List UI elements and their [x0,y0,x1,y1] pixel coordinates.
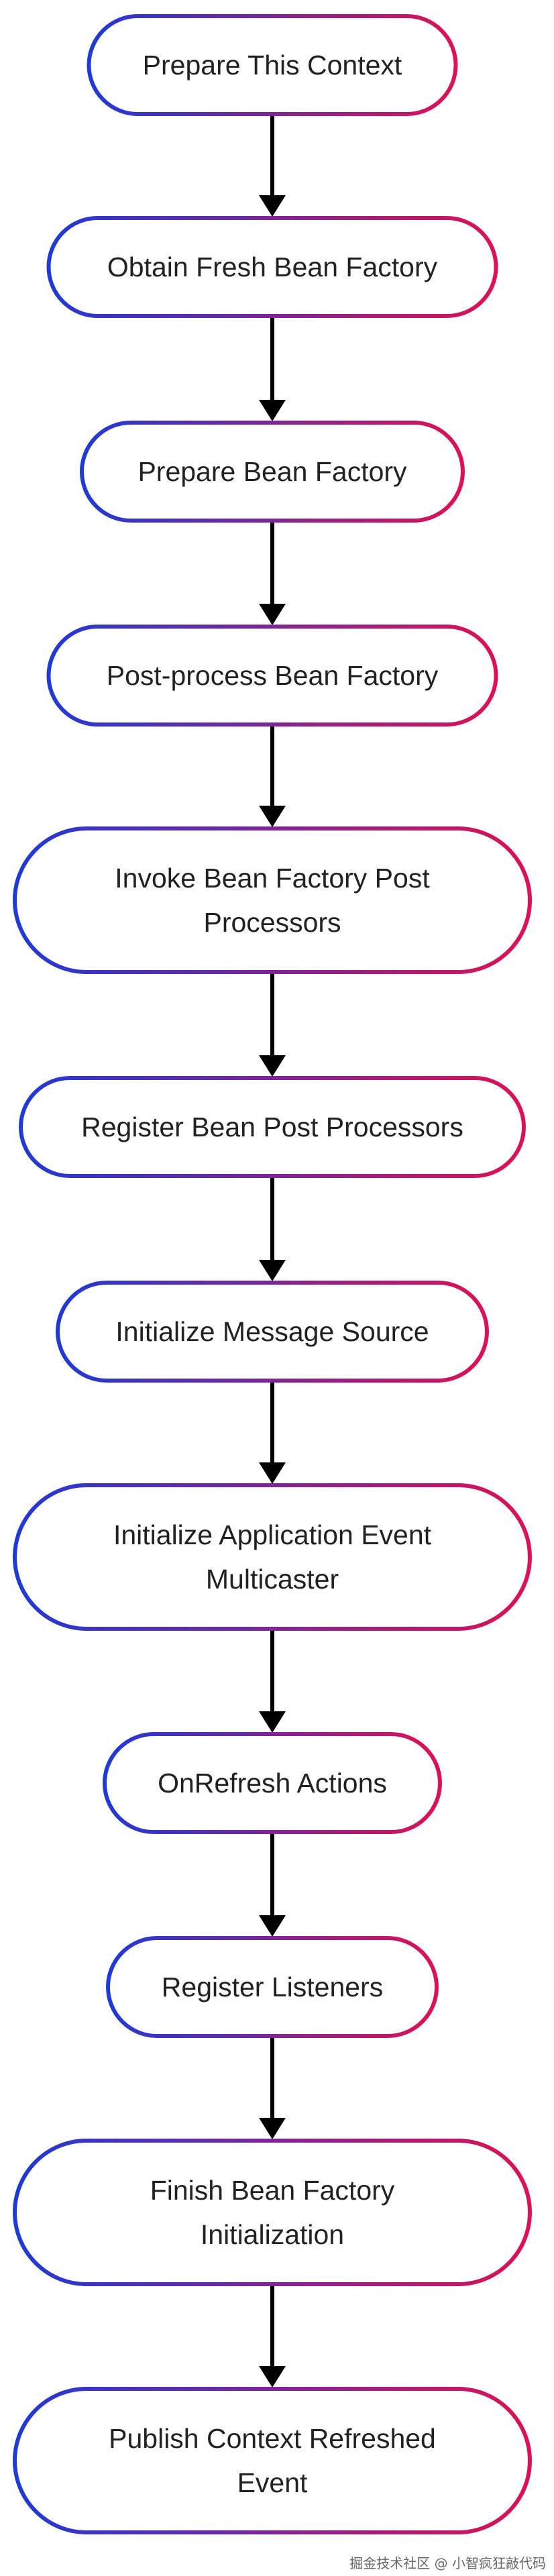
flow-step-label: Multicaster [206,1564,339,1595]
flow-step-label: Publish Context Refreshed [109,2423,436,2454]
flow-step-label: Register Bean Post Processors [81,1112,463,1142]
arrowhead-n6 [259,1055,286,1077]
arrowhead-n3 [259,400,286,421]
arrowhead-n5 [259,806,286,827]
flow-step-box [13,2139,532,2286]
flow-step-label: Initialize Message Source [115,1316,429,1347]
flow-step-label: OnRefresh Actions [158,1768,387,1799]
flow-step-box [19,1076,526,1178]
flow-step-label: Obtain Fresh Bean Factory [107,252,438,282]
flow-step-label: Initialize Application Event [113,1519,432,1550]
flow-step-label: Invoke Bean Factory Post [115,863,430,894]
flow-step-3: Prepare Bean Factory [80,421,465,523]
flow-step-box [80,421,465,523]
flow-step-label: Register Listeners [162,1972,383,2002]
arrowhead-n9 [259,1711,286,1733]
flow-step-label: Finish Bean Factory [150,2175,395,2206]
arrowhead-n8 [259,1462,286,1484]
flow-step-box [87,14,458,116]
flow-step-label: Event [237,2467,308,2498]
flow-step-1: Prepare This Context [87,14,458,116]
arrowhead-n7 [259,1260,286,1281]
flow-step-box [56,1281,489,1383]
arrowhead-n10 [259,1915,286,1937]
flow-step-9: OnRefresh Actions [103,1732,442,1834]
flow-step-box [13,1483,532,1631]
flow-step-box [13,2387,532,2534]
flow-step-label: Initialization [201,2219,344,2250]
flow-step-10: Register Listeners [106,1936,439,2038]
flow-step-6: Register Bean Post Processors [19,1076,526,1178]
arrowhead-n12 [259,2366,286,2387]
arrowhead-n2 [259,195,286,217]
flow-step-label: Processors [203,907,341,938]
flow-step-box [46,625,498,727]
flow-step-4: Post-process Bean Factory [46,625,498,727]
flow-step-label: Post-process Bean Factory [107,660,439,691]
flow-step-box [103,1732,442,1834]
arrowhead-n4 [259,604,286,625]
flow-step-box [46,216,498,318]
watermark: 掘金技术社区 @ 小智疯狂敲代码 [349,2555,546,2571]
flow-step-box [13,826,532,974]
flow-step-box [106,1936,439,2038]
arrowhead-n11 [259,2118,286,2139]
flow-step-2: Obtain Fresh Bean Factory [46,216,498,318]
flow-step-label: Prepare Bean Factory [137,456,407,487]
flow-step-label: Prepare This Context [143,50,402,80]
flow-step-7: Initialize Message Source [56,1281,489,1383]
